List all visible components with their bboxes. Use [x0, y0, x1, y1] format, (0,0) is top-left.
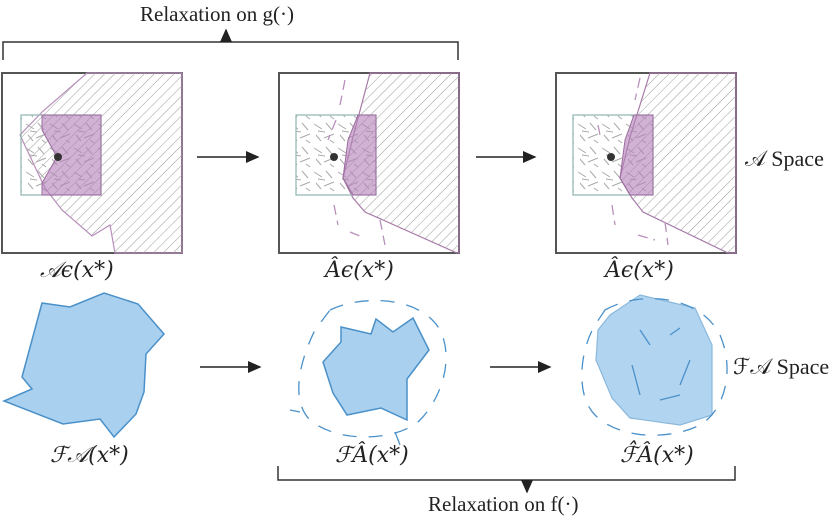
panel-f-hat-a-hat	[581, 294, 728, 436]
panel-a-hat-eps-1	[278, 72, 460, 254]
caption-f-a: ℱ𝒜(x*)	[50, 443, 129, 468]
bottom-bracket-label: Relaxation on f(·)	[428, 492, 579, 516]
panel-a-eps	[1, 72, 183, 254]
a-space-label: 𝒜 Space	[745, 146, 824, 171]
f-space-label: ℱ𝒜 Space	[733, 354, 830, 379]
point-x-star	[54, 153, 62, 161]
caption-a-eps: 𝒜ϵ(x*)	[40, 258, 114, 283]
caption-a-hat-eps-2: Âϵ(x*)	[605, 258, 674, 283]
panel-a-hat-eps-2	[555, 72, 737, 254]
caption-a-hat-eps-1: Âϵ(x*)	[325, 258, 394, 283]
point-x-star	[607, 153, 615, 161]
bottom-bracket	[277, 466, 736, 494]
panel-f-a-hat	[289, 299, 447, 446]
panel-f-a	[2, 292, 166, 439]
caption-f-a-hat: ℱÂ(x*)	[335, 443, 409, 468]
top-bracket	[2, 28, 459, 60]
top-bracket-label: Relaxation on g(·)	[140, 2, 294, 26]
caption-f-hat-a-hat: ℱ̂Â(x*)	[620, 443, 694, 468]
point-x-star	[330, 153, 338, 161]
